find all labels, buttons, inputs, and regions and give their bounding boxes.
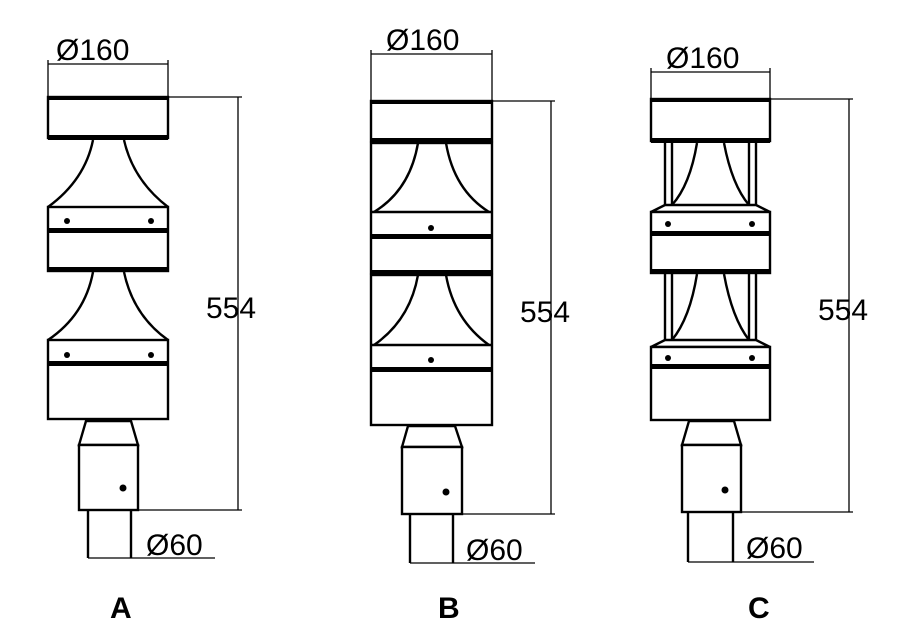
variant-b-label: B — [438, 592, 460, 625]
variant-b-drawing — [369, 50, 555, 564]
variant-a-label: A — [110, 592, 132, 625]
variant-c-drawing — [649, 68, 853, 563]
variant-a-height: 554 — [206, 292, 256, 325]
variant-a-top-diameter: Ø160 — [56, 34, 129, 67]
variant-a-drawing — [46, 60, 242, 559]
variant-b-height: 554 — [520, 296, 570, 329]
variant-c-label: C — [748, 592, 770, 625]
variant-a-base-diameter: Ø60 — [146, 529, 203, 562]
variant-b-top-diameter: Ø160 — [386, 24, 459, 57]
variant-b-base-diameter: Ø60 — [466, 534, 523, 567]
variant-c-height: 554 — [818, 294, 868, 327]
variant-c-base-diameter: Ø60 — [746, 532, 803, 565]
variant-c-top-diameter: Ø160 — [666, 42, 739, 75]
